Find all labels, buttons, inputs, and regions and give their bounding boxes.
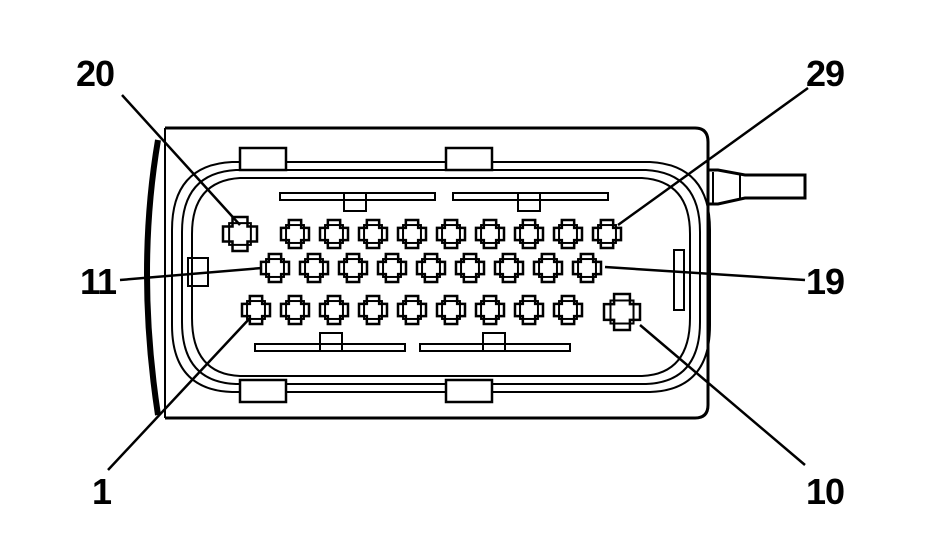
- leader-lines: [107, 86, 809, 471]
- leader-line-20: [121, 94, 241, 226]
- pin-cavity: [318, 218, 350, 250]
- pin-cavity: [591, 218, 623, 250]
- pin-cavity: [376, 252, 408, 284]
- pin-label-11: 11: [80, 261, 117, 302]
- pin-cavity: [259, 252, 291, 284]
- pin-cavity: [532, 252, 564, 284]
- pin-cavity: [221, 215, 259, 253]
- pin-label-20: 20: [76, 53, 115, 94]
- pin-cavity: [513, 294, 545, 326]
- pin-label-1: 1: [92, 471, 112, 512]
- pin-cavities: [221, 215, 642, 332]
- pin-cavity: [357, 294, 389, 326]
- leader-line-11: [119, 266, 263, 282]
- latch-windows: [238, 146, 494, 404]
- leader-line-29: [617, 86, 809, 227]
- pin-cavity: [337, 252, 369, 284]
- connector-inner-walls: [171, 161, 711, 393]
- pin-cavity: [318, 294, 350, 326]
- pin-cavity: [415, 252, 447, 284]
- pin-cavity: [513, 218, 545, 250]
- pin-label-19: 19: [806, 261, 845, 302]
- pin-cavity: [279, 294, 311, 326]
- pin-cavity: [396, 218, 428, 250]
- pin-cavity: [454, 252, 486, 284]
- pin-cavity: [396, 294, 428, 326]
- pin-cavity: [357, 218, 389, 250]
- leader-line-1: [107, 317, 251, 471]
- pin-cavity: [435, 218, 467, 250]
- leader-line-10: [639, 324, 806, 466]
- pin-cavity: [435, 294, 467, 326]
- pin-cavity: [240, 294, 272, 326]
- pin-label-10: 10: [806, 471, 845, 512]
- leader-line-19: [604, 265, 806, 282]
- pin-cavity: [571, 252, 603, 284]
- pin-cavity: [298, 252, 330, 284]
- pin-cavity: [552, 218, 584, 250]
- pin-label-29: 29: [806, 53, 845, 94]
- polarization-ribs: [254, 192, 609, 352]
- pin-cavity: [602, 292, 642, 332]
- pin-cavity: [279, 218, 311, 250]
- pin-cavity: [474, 294, 506, 326]
- pin-cavity: [493, 252, 525, 284]
- pin-cavity: [474, 218, 506, 250]
- pin-cavity: [552, 294, 584, 326]
